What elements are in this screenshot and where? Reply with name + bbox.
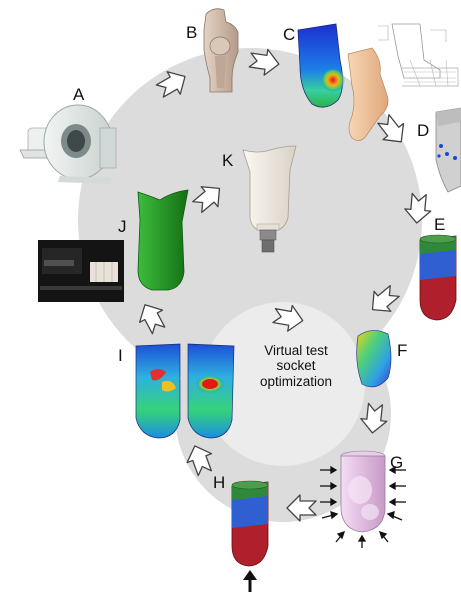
fea-limb-map-right bbox=[188, 344, 234, 438]
liner-model-h bbox=[232, 481, 268, 566]
label-h: H bbox=[213, 473, 225, 492]
label-c: C bbox=[283, 25, 295, 44]
label-j: J bbox=[118, 217, 127, 236]
center-text-line-1: Virtual test bbox=[264, 343, 328, 358]
center-text-line-2: socket bbox=[276, 358, 315, 373]
label-a: A bbox=[73, 85, 85, 104]
label-g: G bbox=[390, 453, 403, 472]
socket-scan-dots bbox=[436, 108, 461, 192]
prosthetic-foot-outline bbox=[378, 24, 458, 86]
fea-socket-f bbox=[357, 330, 391, 386]
fea-limb-map-left bbox=[136, 344, 180, 438]
green-socket-model bbox=[138, 190, 188, 290]
label-d: D bbox=[417, 121, 429, 140]
label-b: B bbox=[186, 23, 197, 42]
label-i: I bbox=[118, 346, 123, 365]
center-text-line-3: optimization bbox=[260, 374, 332, 389]
label-k: K bbox=[222, 151, 234, 170]
label-e: E bbox=[434, 215, 445, 234]
label-f: F bbox=[397, 341, 407, 360]
socket-printing-photo bbox=[38, 240, 124, 302]
load-arrow-up bbox=[243, 570, 257, 592]
liner-model-e bbox=[420, 235, 456, 320]
